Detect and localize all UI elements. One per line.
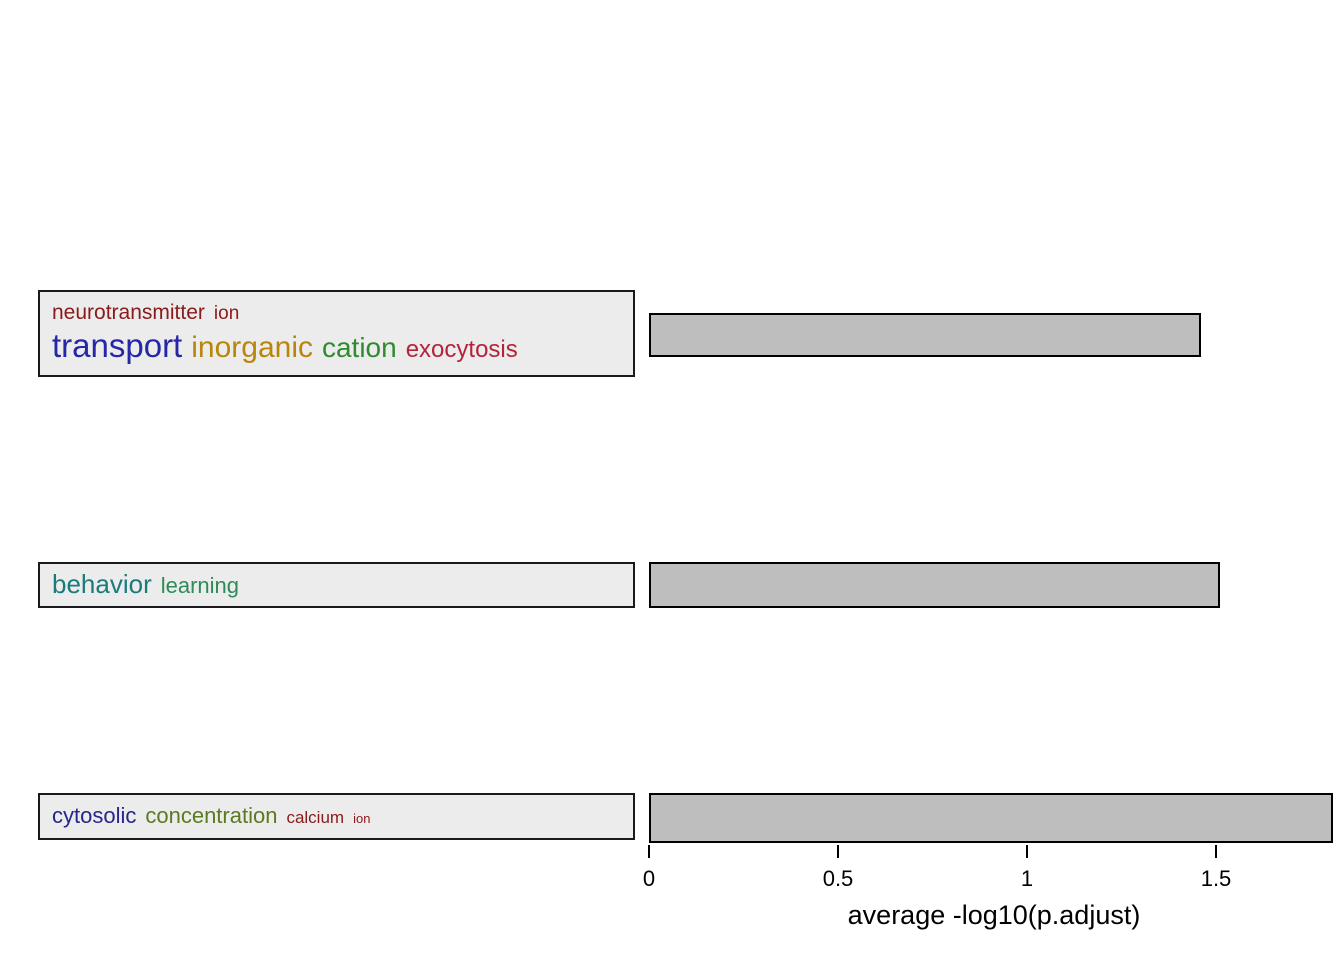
cloud-word: calcium xyxy=(286,808,345,828)
x-axis-tick xyxy=(1026,845,1028,858)
x-axis-tick-label: 0 xyxy=(642,866,656,891)
cloud-word: learning xyxy=(160,573,240,599)
term-cloud-box: cytosolic concentration calcium ion xyxy=(38,793,635,840)
cloud-word: transport xyxy=(52,327,183,364)
x-axis-tick xyxy=(648,845,650,858)
cloud-word: exocytosis xyxy=(405,336,518,363)
bar-row-1 xyxy=(649,313,1201,357)
cloud-word: concentration xyxy=(145,803,278,829)
x-axis-tick xyxy=(837,845,839,858)
cloud-line: neurotransmitter ion xyxy=(52,300,621,326)
x-axis-tick xyxy=(1215,845,1217,858)
x-axis-title: average -log10(p.adjust) xyxy=(847,900,1141,930)
cloud-word: behavior xyxy=(52,569,152,600)
bar-row-3 xyxy=(649,793,1333,843)
x-axis-tick-label: 1.5 xyxy=(1200,866,1232,891)
cloud-word: cation xyxy=(321,332,397,363)
cloud-line: behavior learning xyxy=(52,569,621,601)
cloud-word: neurotransmitter xyxy=(52,301,205,325)
cloud-line: cytosolic concentration calcium ion xyxy=(52,803,621,830)
cloud-word: ion xyxy=(353,811,371,827)
cloud-word: cytosolic xyxy=(52,803,137,829)
term-cloud-box: behavior learning xyxy=(38,562,635,608)
cloud-word: inorganic xyxy=(191,331,313,364)
x-axis-tick-label: 0.5 xyxy=(822,866,854,891)
x-axis-tick-label: 1 xyxy=(1020,866,1034,891)
bar-row-2 xyxy=(649,562,1220,608)
cloud-word: ion xyxy=(213,303,240,325)
